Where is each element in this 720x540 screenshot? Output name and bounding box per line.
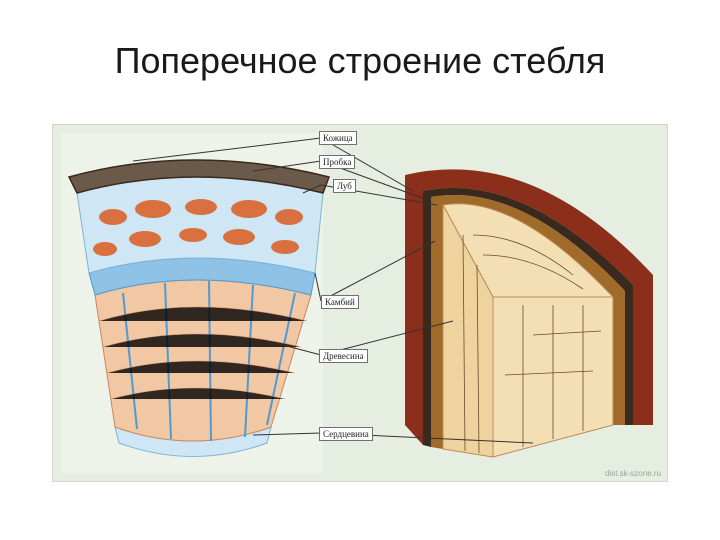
label-cork: Пробка <box>319 155 356 169</box>
label-bast: Луб <box>333 179 356 193</box>
stem-3d-block <box>379 133 663 473</box>
label-pith: Сердцевина <box>319 427 373 441</box>
slide-title: Поперечное строение стебля <box>114 40 606 81</box>
label-skin: Кожица <box>319 131 357 145</box>
bast-fibers <box>93 199 303 256</box>
label-cambium: Камбий <box>321 295 359 309</box>
bark-outer <box>405 169 653 445</box>
watermark: dist.sk-szone.ru <box>604 469 661 478</box>
label-wood: Древесина <box>319 349 368 363</box>
wood-grain-lines <box>462 234 602 454</box>
wood-cell-grid <box>98 306 308 400</box>
cork-layer <box>67 159 330 194</box>
bark-bast-band <box>431 194 625 449</box>
wood-top-face <box>442 203 615 298</box>
stem-cross-section-figure: Кожица Пробка Луб Камбий Древесина Сердц… <box>52 124 668 482</box>
stem-illustration <box>61 133 663 473</box>
